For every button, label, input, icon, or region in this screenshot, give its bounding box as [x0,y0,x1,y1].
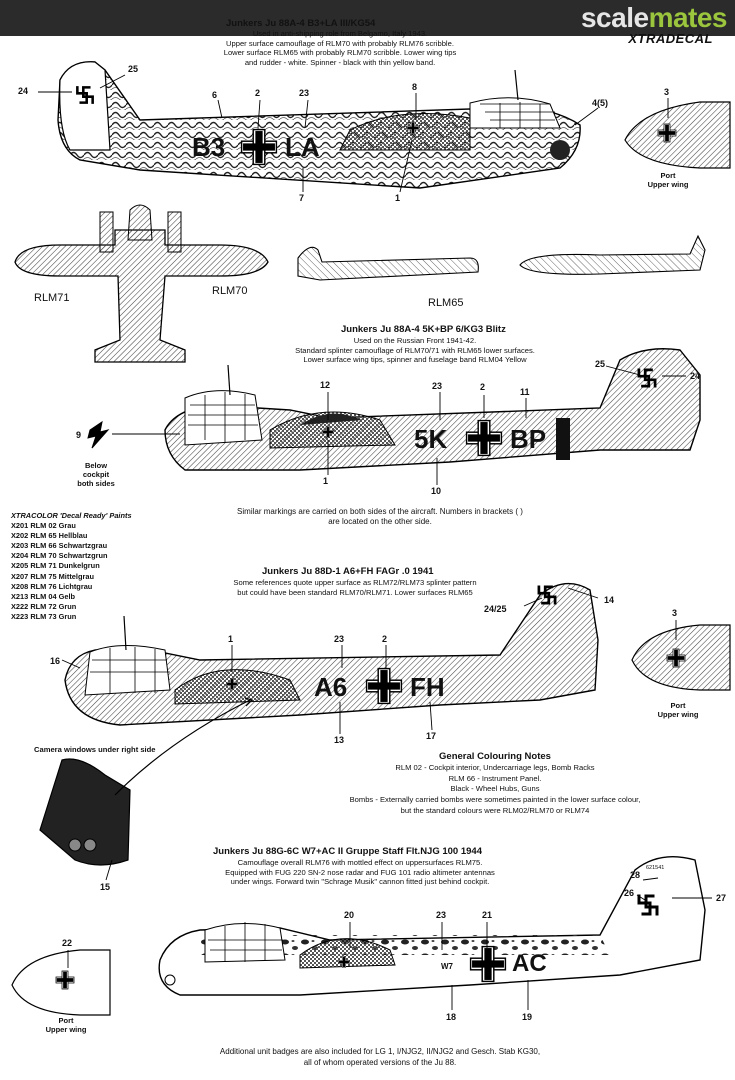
plan-label-rlm70: RLM70 [212,285,248,297]
camera-nose-detail [39,758,131,866]
callout: 18 [446,1012,457,1022]
callout: 11 [520,387,530,397]
callout: 16 [50,656,61,666]
callout: 15 [100,882,111,892]
callout: 25 [128,64,139,74]
aircraft-1-desc: Used in anti-shipping role from Belgamo,… [223,29,457,67]
tail-serial: 621541 [646,865,665,871]
camera-note: Camera windows under right side [34,745,156,754]
aircraft-1-underside [297,234,706,281]
callout: 22 [62,938,73,948]
code-left-4: W7 [441,962,453,971]
callout: 20 [344,910,355,920]
code-left-2: 5K [414,424,448,454]
aircraft-4-side-view [158,855,706,996]
code-right-3: FH [410,672,445,702]
callout: 24 [18,86,29,96]
aircraft-1-title: Junkers Ju 88A-4 B3+LA III/KG54 [226,18,376,29]
port-upper-wing-1 [624,101,731,169]
plan-label-rlm71: RLM71 [34,292,70,304]
xtradecal-logo: XTRADECAL [628,31,713,46]
callout: 2 [382,634,388,644]
aircraft-4-desc: Camouflage overall RLM76 with mottled ef… [225,858,495,887]
callout: 2 [255,88,261,98]
callout: 17 [426,731,437,741]
footer-note: Additional unit badges are also included… [219,1047,541,1067]
callout: 24 [690,371,701,381]
callout: 3 [672,608,678,618]
scalemates-logo[interactable]: scalemates [580,2,728,33]
aircraft-3-side-view [39,582,599,866]
callout: 19 [522,1012,533,1022]
callout: 2 [480,382,486,392]
callout: 3 [664,87,670,97]
callout: 23 [436,910,447,920]
callout: 27 [716,893,727,903]
callout: 4(5) [592,98,609,108]
callout: 1 [228,634,234,644]
general-colouring-notes: General Colouring Notes RLM 02 - Cockpit… [349,751,641,815]
code-right-1: LA [285,132,320,162]
aircraft-1-planform [14,204,269,363]
aircraft-2-desc: Used on the Russian Front 1941-42.Standa… [295,336,535,365]
aircraft-3-title: Junkers Ju 88D-1 A6+FH FAGr .0 1941 [262,566,434,577]
callout: 21 [482,910,493,920]
aircraft-2-title: Junkers Ju 88A-4 5K+BP 6/KG3 Blitz [341,324,506,335]
plan-label-rlm65: RLM65 [428,297,464,309]
callout: 12 [320,380,331,390]
callout: 8 [412,82,418,92]
callout: 1 [323,476,329,486]
callout: 23 [299,88,310,98]
callout: 10 [431,486,442,496]
code-left-1: B3 [192,132,226,162]
aircraft-4-title: Junkers Ju 88G-6C W7+AC II Gruppe Staff … [213,846,482,857]
callout: 7 [299,193,305,203]
aircraft-1-side-view [57,61,581,189]
callout: 26 [624,888,635,898]
callout: 23 [432,381,443,391]
callout: 6 [212,90,218,100]
aircraft-3-desc: Some references quote upper surface as R… [233,578,477,597]
side-note: Similar markings are carried on both sid… [237,507,523,526]
callout: 28 [630,870,641,880]
callout: 14 [604,595,615,605]
callout: 24/25 [484,604,507,614]
code-right-2: BP [510,424,547,454]
callout: 1 [395,193,401,203]
callout: 25 [595,359,606,369]
callout: 9 [76,430,82,440]
paint-list: XTRACOLOR 'Decal Ready' Paints X201 RLM … [11,511,132,621]
callout: 23 [334,634,345,644]
callout: 13 [334,735,345,745]
code-left-3: A6 [314,672,348,702]
code-right-4: AC [512,950,547,977]
site-header-bar [0,0,735,36]
